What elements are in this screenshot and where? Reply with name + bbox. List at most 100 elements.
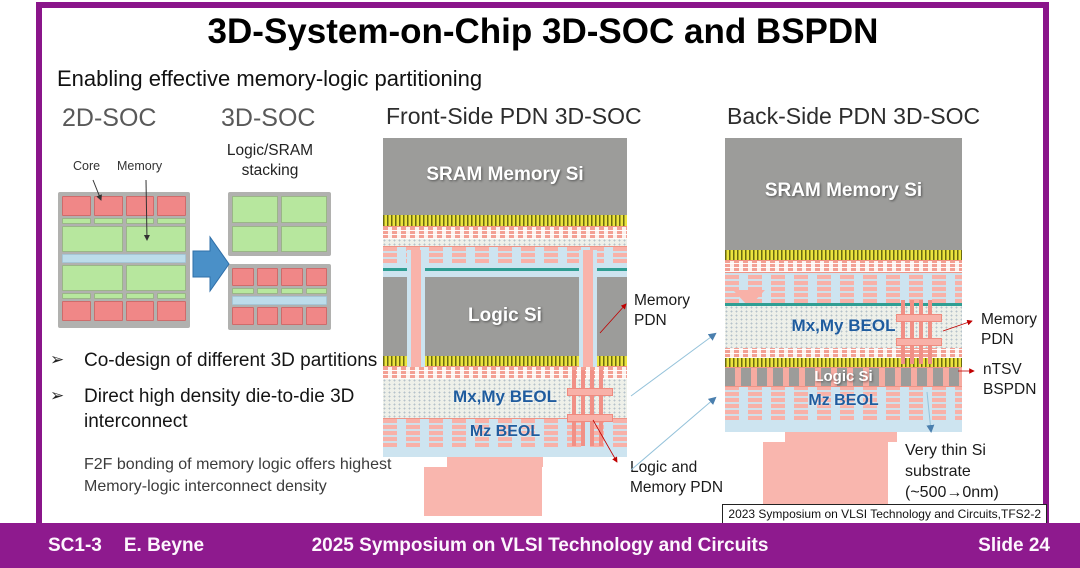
solder-bump (763, 442, 888, 504)
chip-2d-soc-diagram (58, 192, 190, 328)
memory-block (232, 225, 278, 252)
memory-block (125, 226, 186, 252)
core-block (305, 307, 327, 325)
memory-strip (62, 293, 91, 299)
front-side-diagram: SRAM Memory Si Logic Si Mx,My BEOL Mz BE… (383, 138, 627, 520)
beol-routing-layer (725, 272, 962, 303)
memory-strip (256, 288, 278, 294)
solder-bump (447, 457, 543, 467)
memory-strip (305, 288, 327, 294)
core-row (232, 307, 327, 325)
memory-strip (232, 288, 254, 294)
via-layer (725, 348, 962, 358)
memory-strip (157, 293, 186, 299)
footer-slide-number: Slide 24 (978, 535, 1050, 556)
mz-beol-label: Mz BEOL (808, 392, 879, 409)
via-stack (896, 300, 942, 364)
label-memory: Memory (117, 159, 163, 173)
bullet-list: ➢ Co-design of different 3D partitions ➢… (50, 348, 402, 497)
core-block (93, 301, 123, 321)
citation-box: 2023 Symposium on VLSI Technology and Ci… (722, 504, 1047, 524)
bond-interface-line (383, 268, 627, 271)
core-block (305, 268, 327, 286)
memory-block (281, 225, 327, 252)
beol-routing-layer (383, 246, 627, 263)
bus-strip (232, 296, 327, 305)
tsv-column (407, 250, 425, 367)
memory-strip (93, 218, 123, 224)
memory-block (125, 265, 186, 291)
memory-row (62, 226, 186, 252)
memory-strip (157, 218, 186, 224)
core-block (157, 196, 186, 216)
memory-block (62, 226, 123, 252)
memory-block (62, 265, 123, 291)
label-logic-sram-stacking: Logic/SRAM stacking (226, 142, 314, 180)
memory-strip (281, 288, 303, 294)
via-stack-bar (896, 338, 942, 346)
annotation-ntsv-bspdn: nTSV BSPDN (983, 361, 1037, 399)
memory-row (62, 265, 186, 291)
back-side-diagram: SRAM Memory Si Mx,My BEOL Logic Si Mz BE… (725, 138, 962, 520)
mz-beol-layer (725, 386, 962, 420)
memory-strip-row (62, 218, 186, 224)
via-stack-bar (567, 388, 613, 396)
via-layer (383, 227, 627, 239)
bus-row (62, 254, 186, 263)
label-core: Core (73, 159, 101, 173)
passivation-layer (725, 420, 962, 432)
chip-3d-bottom-die (228, 264, 331, 330)
memory-block (281, 196, 327, 223)
annotation-substrate: Very thin Si substrate (~500→0nm) (905, 442, 999, 502)
core-block (232, 268, 254, 286)
core-block (93, 196, 123, 216)
feol-layer (383, 356, 627, 367)
sram-die-layer (383, 138, 627, 215)
footer-slide-wrap: Slide 24 (978, 523, 1050, 568)
core-block (281, 268, 303, 286)
annotation-memory-pdn: Memory PDN (981, 311, 1037, 349)
via-layer (383, 367, 627, 379)
label-3d-soc: 3D-SOC (221, 104, 316, 132)
core-block (125, 196, 155, 216)
bus-strip (62, 254, 186, 263)
bullet-item: ➢ Direct high density die-to-die 3D inte… (50, 384, 402, 434)
core-row (62, 301, 186, 321)
annotation-memory-pdn: Memory PDN (634, 292, 690, 330)
tsv-column (579, 250, 597, 367)
logic-die-ntsv-layer (725, 368, 962, 386)
feol-layer (725, 250, 962, 261)
bullet-marker-icon: ➢ (50, 386, 65, 406)
memory-strip (125, 293, 155, 299)
footer-author: E. Beyne (123, 535, 205, 556)
solder-bump (785, 432, 897, 442)
via-layer (725, 261, 962, 272)
bullet-item: ➢ Co-design of different 3D partitions (50, 348, 402, 373)
via-stack-bar (896, 314, 942, 322)
memory-strip (93, 293, 123, 299)
bus-row (232, 296, 327, 305)
memory-strip (125, 218, 155, 224)
front-side-title: Front-Side PDN 3D-SOC (386, 103, 642, 129)
core-block (256, 268, 278, 286)
bullet-text: Co-design of different 3D partitions (84, 350, 378, 371)
core-row (232, 268, 327, 286)
memory-strip-row (232, 288, 327, 294)
footer-conference: 2025 Symposium on VLSI Technology and Ci… (311, 535, 769, 556)
core-block (232, 307, 254, 325)
mz-beol-label: Mz BEOL (469, 423, 541, 440)
core-block (157, 301, 186, 321)
memory-strip (62, 218, 91, 224)
bullet-marker-icon: ➢ (50, 350, 65, 369)
memory-block (232, 196, 278, 223)
bullet-note: F2F bonding of memory logic offers highe… (84, 456, 392, 495)
core-block (62, 196, 91, 216)
footer-conference-wrap: 2025 Symposium on VLSI Technology and Ci… (312, 523, 769, 568)
bullet-text: Direct high density die-to-die 3D interc… (84, 386, 355, 433)
sram-die-layer (725, 138, 962, 250)
sram-die-label: SRAM Memory Si (764, 180, 923, 201)
feol-layer (725, 358, 962, 368)
